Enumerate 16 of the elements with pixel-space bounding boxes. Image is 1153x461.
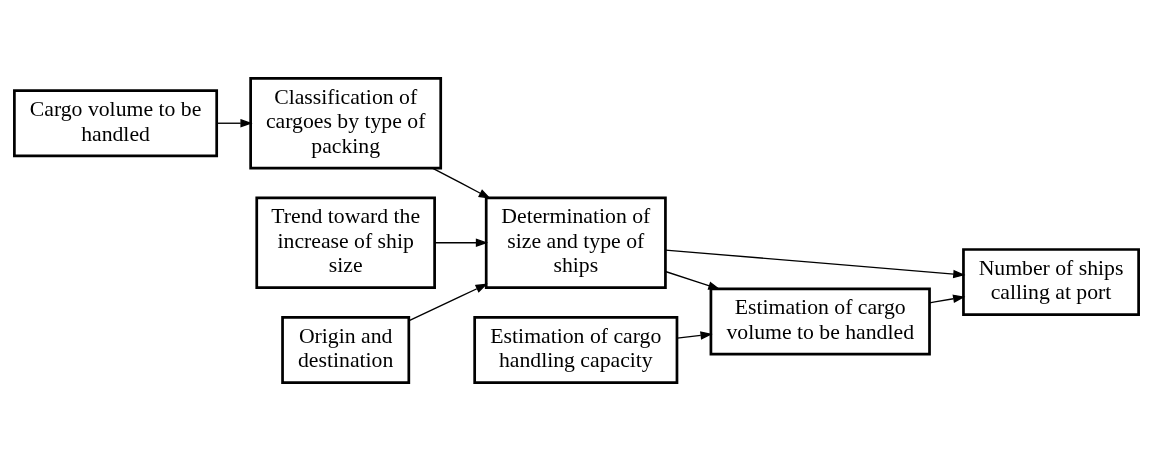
arrow — [664, 270, 721, 290]
node-box: Classification of cargoes by type of packing — [249, 77, 443, 170]
arrow — [216, 118, 253, 128]
node-box: Determination of size and type of ships — [484, 196, 667, 289]
node-box: Number of ships calling at port — [962, 248, 1140, 317]
arrow — [431, 167, 491, 199]
node-box: Cargo volume to be handled — [13, 89, 219, 158]
arrow — [928, 294, 966, 304]
arrow — [676, 331, 713, 340]
node-box: Origin and destination — [281, 316, 411, 384]
arrow — [408, 283, 488, 322]
arrow — [434, 238, 489, 247]
node-box: Trend toward the increase of ship size — [255, 196, 436, 289]
node-box: Estimation of cargo handling capacity — [473, 316, 679, 384]
arrow — [664, 249, 966, 279]
node-box: Estimation of cargo volume to be handled — [709, 287, 931, 356]
